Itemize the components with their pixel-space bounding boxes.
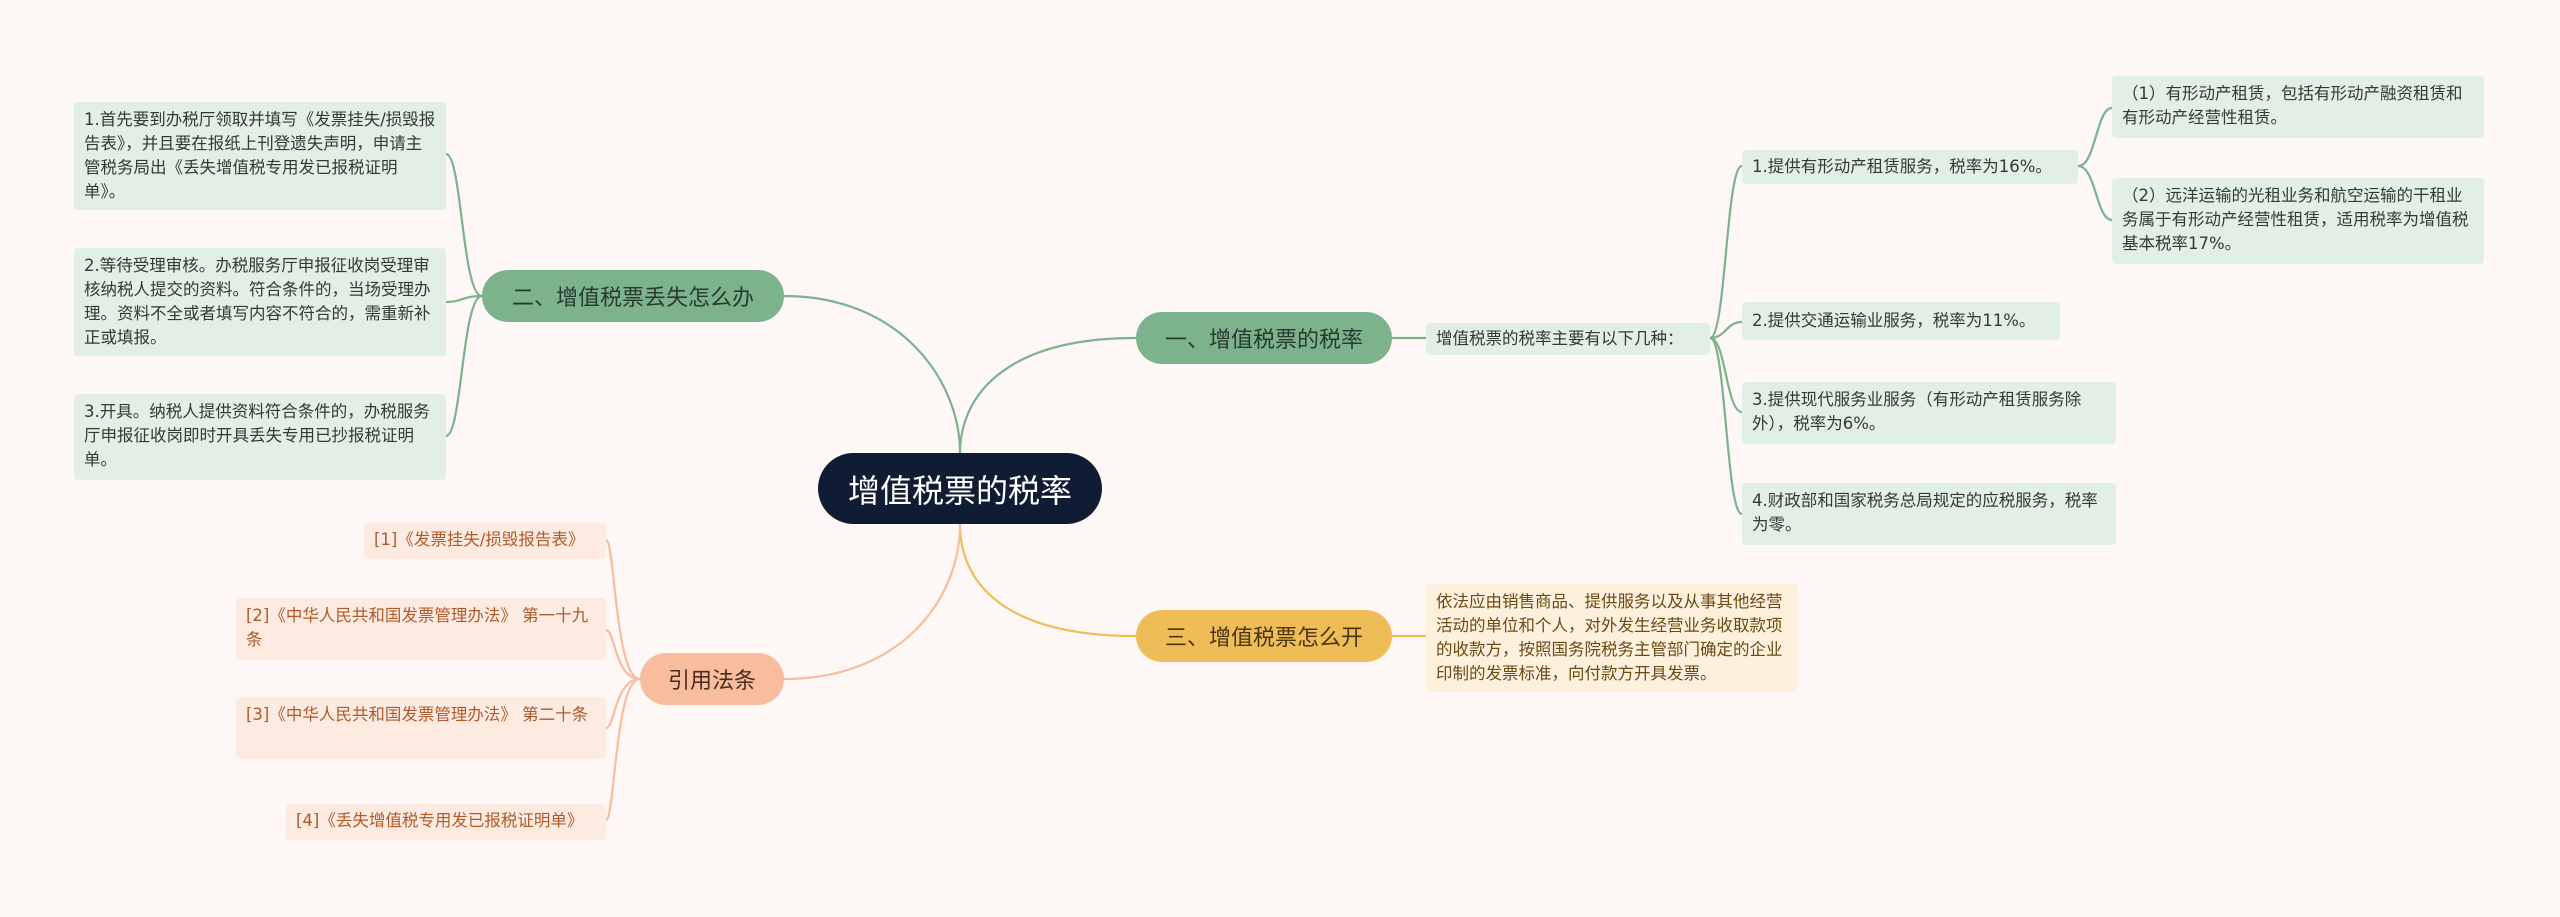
tax-rate-item-4: 4.财政部和国家税务总局规定的应税服务，税率为零。 [1742,483,2116,545]
reference-4[interactable]: [4]《丢失增值税专用发已报税证明单》 [286,804,606,840]
reference-1[interactable]: [1]《发票挂失/损毁报告表》 [364,523,606,559]
tax-rate-item-1: 1.提供有形动产租赁服务，税率为16%。 [1742,150,2078,184]
tax-rate-subitem-1: （1）有形动产租赁，包括有形动产融资租赁和有形动产经营性租赁。 [2112,76,2484,138]
branch-lost-invoice[interactable]: 二、增值税票丢失怎么办 [482,270,784,322]
lost-invoice-step-1: 1.首先要到办税厅领取并填写《发票挂失/损毁报告表》，并且要在报纸上刊登遗失声明… [74,102,446,210]
branch-references[interactable]: 引用法条 [640,653,784,705]
branch-tax-rate[interactable]: 一、增值税票的税率 [1136,312,1392,364]
reference-3[interactable]: [3]《中华人民共和国发票管理办法》 第二十条 [236,697,606,759]
tax-rate-subitem-2: （2）远洋运输的光租业务和航空运输的干租业务属于有形动产经营性租赁，适用税率为增… [2112,178,2484,264]
tax-rate-item-3: 3.提供现代服务业服务（有形动产租赁服务除外），税率为6%。 [1742,382,2116,444]
root-topic[interactable]: 增值税票的税率 [818,453,1102,524]
lost-invoice-step-2: 2.等待受理审核。办税服务厅申报征收岗受理审核纳税人提交的资料。符合条件的，当场… [74,248,446,356]
tax-rate-intro: 增值税票的税率主要有以下几种： [1426,323,1710,355]
tax-rate-item-2: 2.提供交通运输业服务，税率为11%。 [1742,302,2060,340]
branch-how-to-issue[interactable]: 三、增值税票怎么开 [1136,610,1392,662]
how-to-issue-text: 依法应由销售商品、提供服务以及从事其他经营活动的单位和个人，对外发生经营业务收取… [1426,584,1798,692]
reference-2[interactable]: [2]《中华人民共和国发票管理办法》 第一十九条 [236,598,606,660]
lost-invoice-step-3: 3.开具。纳税人提供资料符合条件的，办税服务厅申报征收岗即时开具丢失专用已抄报税… [74,394,446,480]
